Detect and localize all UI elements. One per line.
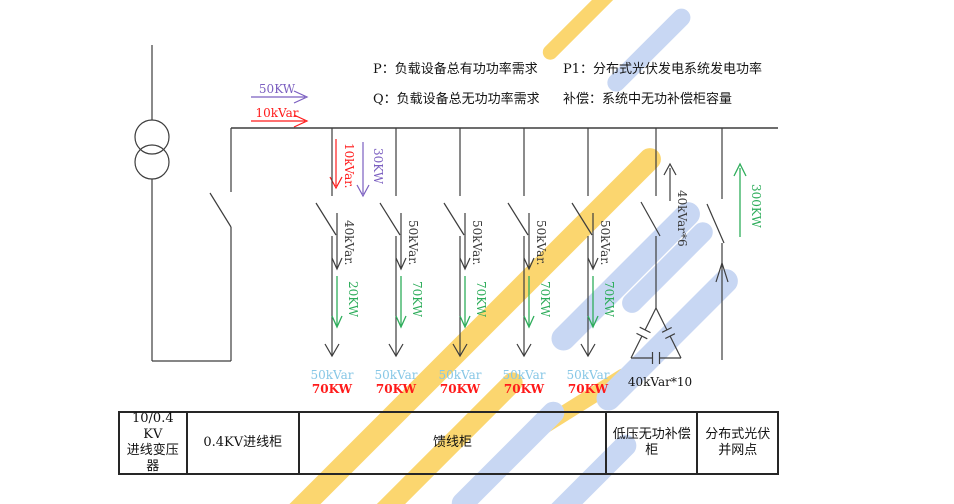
legend: P：负载设备总有功功率需求 P1：分布式光伏发电系统发电功率 Q：负载设备总无功… — [373, 61, 762, 107]
reactive-flow-arrow-icon — [523, 213, 535, 271]
capacitor-plate — [639, 326, 651, 334]
up-arrow-icon — [663, 162, 677, 201]
legend-compensation: 补偿：系统中无功补偿柜容量 — [563, 91, 732, 107]
switch-icon — [571, 202, 593, 236]
compensation-flow-label: 40kVar*6 — [675, 190, 689, 247]
compensation-branch: 40kVar*6 40kVar*10 — [628, 128, 692, 389]
active-flow-arrow-icon — [459, 276, 471, 329]
legend-p: P：负载设备总有功功率需求 — [373, 61, 538, 77]
feeder-reactive-label: 50kVar. — [470, 220, 484, 266]
feeder-active-label: 70KW — [410, 281, 424, 318]
right-arrow-icon — [251, 90, 309, 104]
table-cell-compensation: 低压无功补偿柜 — [607, 413, 699, 473]
feeder-branch: 50kVar. 70KW 50kVar 70KW — [439, 128, 488, 396]
reactive-flow-arrow-icon — [459, 213, 471, 271]
pv-generation-label: 300KW — [749, 184, 763, 228]
feeder-active-label: 70KW — [602, 281, 616, 318]
capacitor-plate — [661, 326, 672, 333]
incoming-reactive-label: 10kVar — [256, 106, 299, 120]
incoming-active-label: 50KW — [259, 82, 296, 96]
bus-flow-annotations: 10kVar. 30KW — [329, 139, 385, 198]
feeder-reactive-label: 50kVar. — [534, 220, 548, 266]
legend-q: Q：负载设备总无功功率需求 — [373, 91, 540, 107]
table-cell-incoming: 0.4KV进线柜 — [188, 413, 300, 473]
load-arrow-icon — [388, 343, 404, 358]
transformer-icon — [134, 119, 170, 180]
capacitor-bank-rating: 40kVar*10 — [628, 375, 692, 389]
equipment-table: 10/0.4 KV 进线变压 器 0.4KV进线柜 馈线柜 低压无功补偿柜 分布… — [118, 411, 779, 475]
table-cell-transformer: 10/0.4 KV 进线变压 器 — [120, 411, 188, 474]
cabinet-reactive-rating: 50kVar — [375, 368, 418, 382]
reactive-flow-arrow-icon — [587, 213, 599, 271]
capacitor-plate — [636, 332, 648, 340]
table-cell-pv: 分布式光伏并网点 — [705, 427, 771, 458]
feeder-branch: 50kVar. 70KW 50kVar 70KW — [567, 128, 616, 396]
cabinet-reactive-rating: 50kVar — [439, 368, 482, 382]
active-flow-arrow-icon — [587, 276, 599, 329]
load-arrow-icon — [324, 343, 340, 358]
table-cell-feeders: 馈线柜 — [300, 413, 608, 473]
cabinet-active-rating: 70KW — [376, 382, 417, 396]
bus-active-label: 30KW — [371, 148, 385, 185]
active-flow-arrow-icon — [523, 276, 535, 329]
incoming-branch — [134, 45, 232, 362]
switch-icon — [706, 203, 725, 244]
load-arrow-icon — [580, 343, 596, 358]
load-arrow-icon — [452, 343, 468, 358]
cabinet-active-rating: 70KW — [312, 382, 353, 396]
feeder-branch: 50kVar. 70KW 50kVar 70KW — [375, 128, 424, 396]
switch-icon — [379, 202, 401, 236]
feeder-active-label: 70KW — [474, 281, 488, 318]
capacitor-plate — [665, 333, 676, 340]
capacitor-bank-delta-icon — [630, 307, 682, 364]
cabinet-reactive-rating: 50kVar — [567, 368, 610, 382]
down-arrow-icon — [356, 142, 370, 198]
switch-icon — [315, 202, 337, 236]
right-arrow-icon — [251, 114, 309, 128]
feeder-reactive-label: 50kVar. — [598, 220, 612, 266]
feeder-reactive-label: 40kVar. — [342, 220, 356, 266]
cabinet-active-rating: 70KW — [440, 382, 481, 396]
cabinet-reactive-rating: 50kVar — [311, 368, 354, 382]
switch-icon — [443, 202, 465, 236]
reactive-flow-arrow-icon — [395, 213, 407, 271]
cabinet-active-rating: 70KW — [568, 382, 609, 396]
bus-reactive-label: 10kVar. — [342, 143, 356, 189]
cabinet-reactive-rating: 50kVar — [503, 368, 546, 382]
feeder-active-label: 70KW — [538, 281, 552, 318]
switch-icon — [507, 202, 529, 236]
up-arrow-icon — [733, 162, 747, 237]
legend-p1: P1：分布式光伏发电系统发电功率 — [563, 61, 762, 77]
reactive-flow-arrow-icon — [331, 213, 343, 271]
switch-icon — [640, 201, 661, 237]
feeder-active-label: 20KW — [346, 281, 360, 318]
feeder-reactive-label: 50kVar. — [406, 220, 420, 266]
incoming-flow-annotations: 50KW 10kVar — [251, 82, 309, 128]
active-flow-arrow-icon — [331, 276, 343, 329]
load-arrow-icon — [516, 343, 532, 358]
source-arrow-icon — [715, 261, 729, 283]
cabinet-active-rating: 70KW — [504, 382, 545, 396]
active-flow-arrow-icon — [395, 276, 407, 329]
feeder-branch: 40kVar. 20KW 50kVar 70KW — [311, 128, 360, 396]
feeder-branch: 50kVar. 70KW 50kVar 70KW — [503, 128, 552, 396]
pv-branch: 300KW — [706, 128, 763, 360]
switch-icon — [209, 192, 232, 228]
